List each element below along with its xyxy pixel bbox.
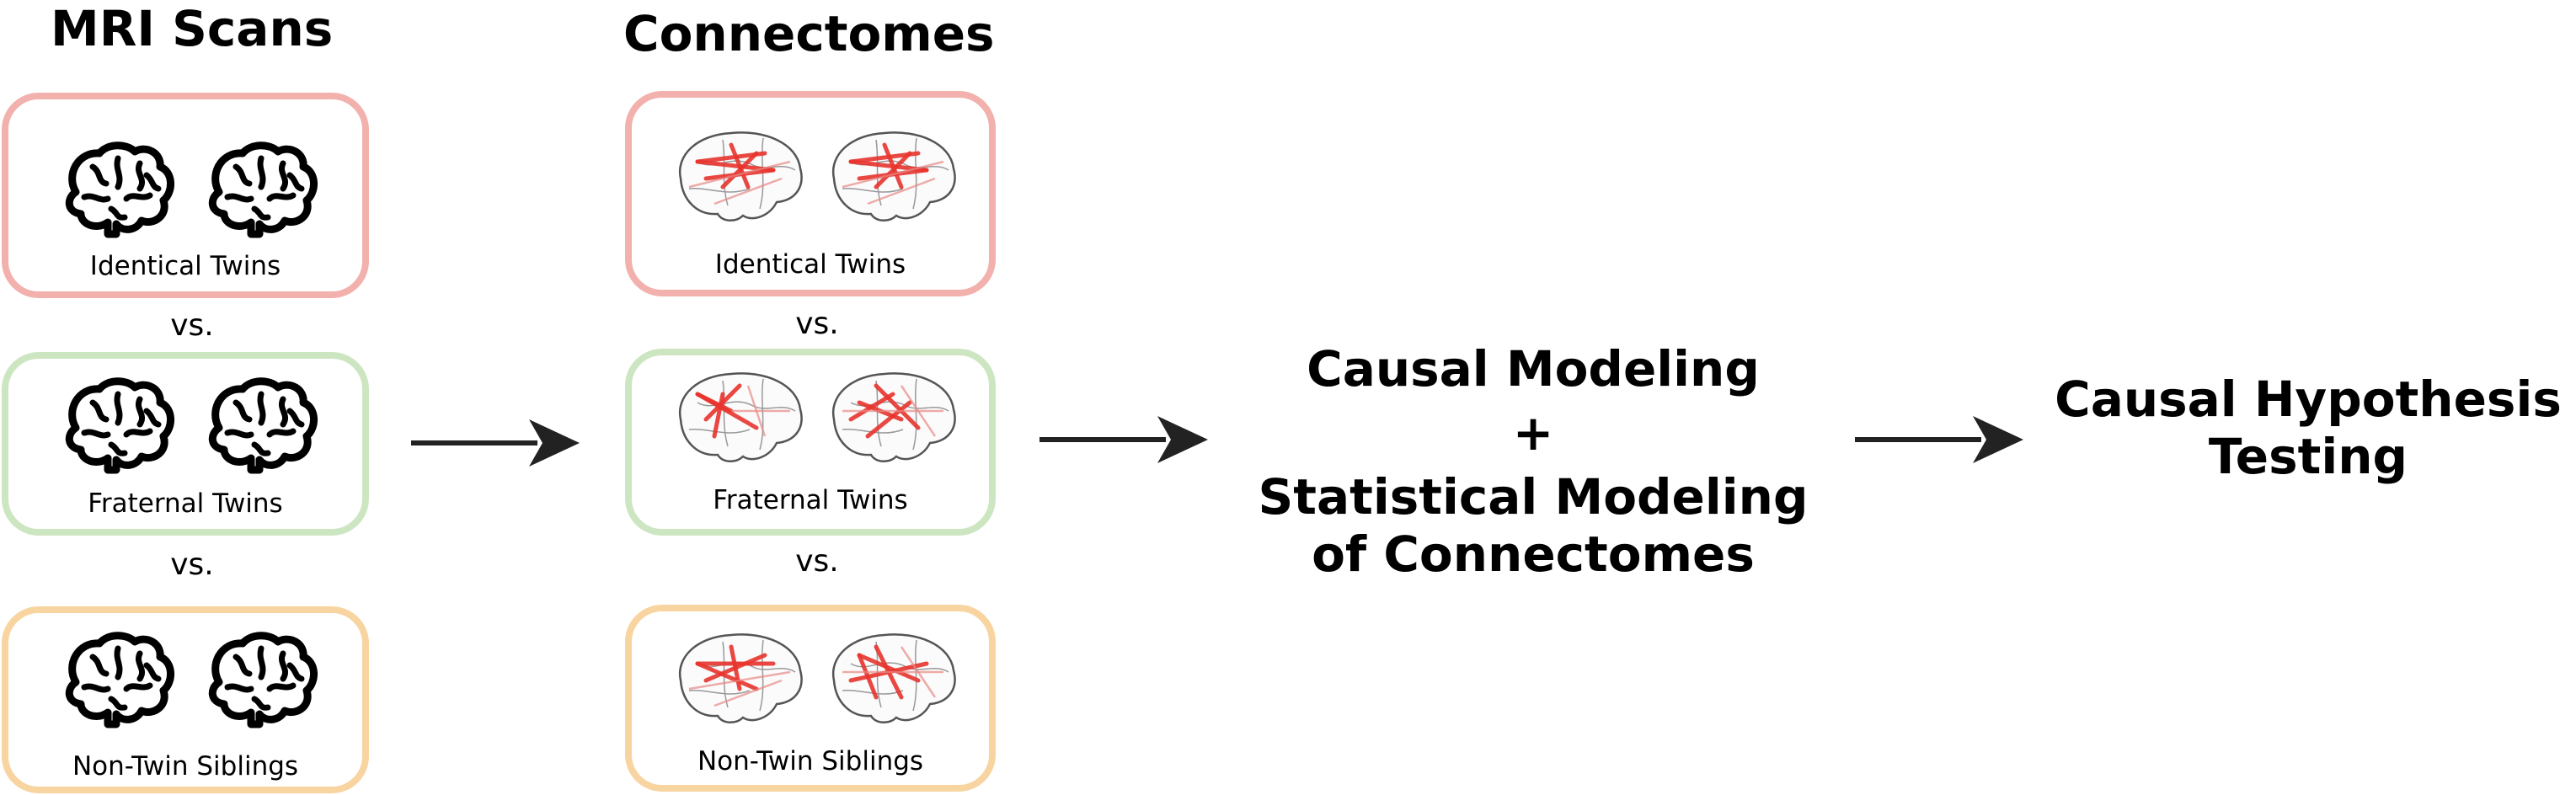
connectome-brain-icon: [678, 372, 803, 463]
vs-label: vs.: [795, 307, 839, 341]
connectome-identical-twins-box: Identical Twins: [625, 91, 996, 296]
group-label: Identical Twins: [89, 251, 281, 281]
mri-fraternal-twins-box: Fraternal Twins: [2, 352, 369, 536]
brain-icon: [202, 377, 320, 478]
connectome-brain-icon: [831, 372, 956, 463]
of-connectomes-text: of Connectomes: [1312, 526, 1755, 583]
arrow-right-icon: [1855, 416, 2023, 463]
brain-icon: [59, 632, 177, 733]
modeling-step: Causal Modeling + Statistical Modeling o…: [1230, 340, 1836, 583]
mri-non-twin-siblings-box: Non-Twin Siblings: [2, 606, 369, 793]
brain-icon: [202, 141, 320, 243]
causal-hypothesis-text: Causal Hypothesis: [2055, 371, 2562, 428]
connectome-fraternal-twins-box: Fraternal Twins: [625, 349, 996, 536]
brain-icon: [202, 632, 320, 733]
causal-modeling-text: Causal Modeling: [1307, 340, 1760, 398]
hypothesis-testing-step: Causal Hypothesis Testing: [2047, 371, 2569, 485]
plus-sign: +: [1512, 404, 1554, 462]
arrow-right-icon: [1039, 416, 1208, 463]
group-label: Fraternal Twins: [713, 485, 908, 515]
connectomes-title: Connectomes: [623, 5, 995, 62]
connectome-brain-icon: [831, 131, 956, 222]
statistical-modeling-text: Statistical Modeling: [1258, 468, 1809, 526]
vs-label: vs.: [170, 308, 214, 343]
connectome-brain-icon: [831, 633, 956, 724]
arrow-right-icon: [411, 419, 580, 467]
group-label: Identical Twins: [714, 249, 906, 280]
brain-icon: [59, 377, 177, 478]
connectome-brain-icon: [678, 633, 803, 724]
group-label: Non-Twin Siblings: [72, 751, 299, 782]
connectome-non-twin-siblings-box: Non-Twin Siblings: [625, 605, 996, 792]
brain-icon: [59, 141, 177, 243]
testing-text: Testing: [2208, 428, 2408, 485]
group-label: Fraternal Twins: [88, 488, 283, 519]
connectome-brain-icon: [678, 131, 803, 222]
mri-scans-title: MRI Scans: [51, 0, 334, 57]
vs-label: vs.: [795, 544, 839, 579]
group-label: Non-Twin Siblings: [697, 746, 924, 776]
mri-identical-twins-box: Identical Twins: [2, 93, 369, 298]
vs-label: vs.: [170, 547, 214, 582]
